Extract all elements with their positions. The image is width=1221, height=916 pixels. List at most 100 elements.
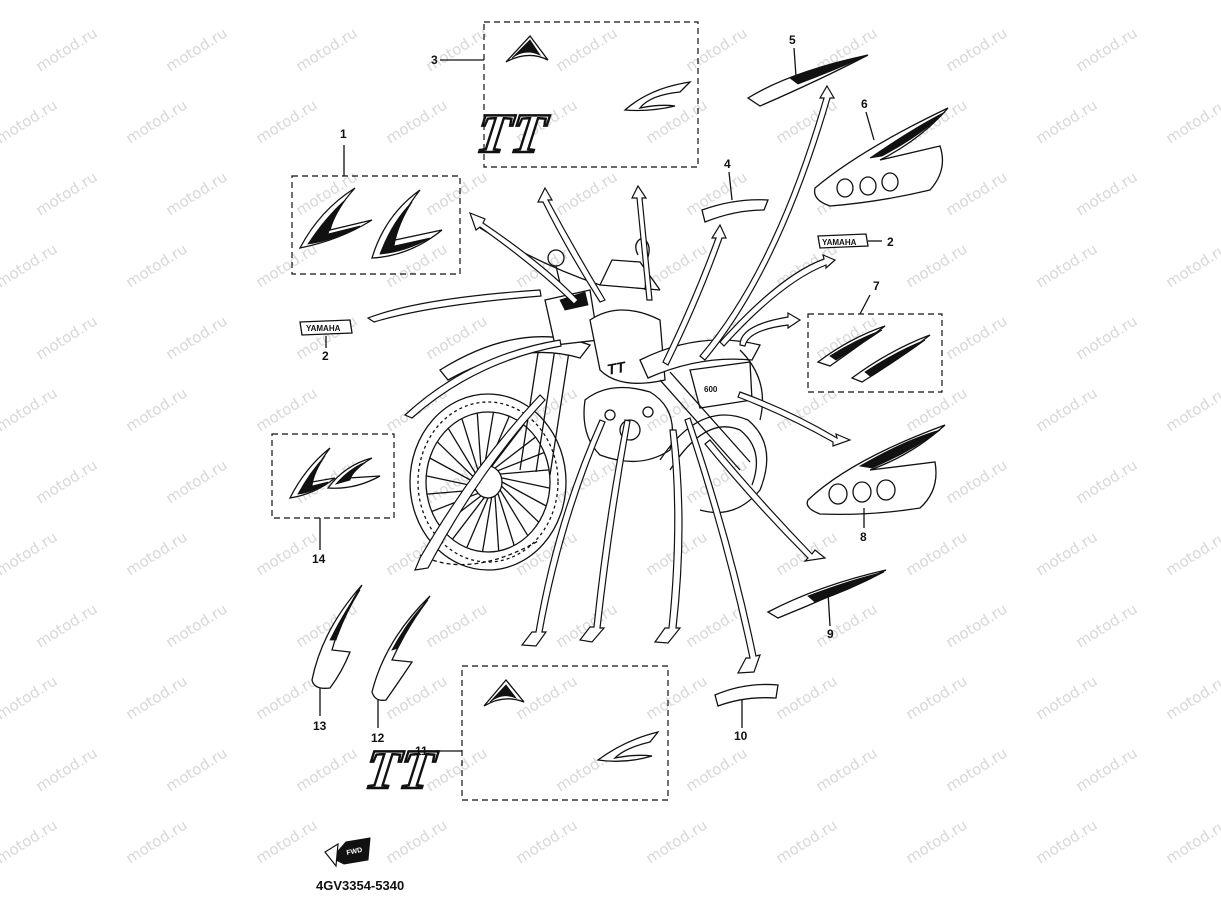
- watermark-text: motod.ru: [903, 672, 971, 724]
- wheel-spoke: [429, 457, 475, 483]
- watermark-text: motod.ru: [1033, 816, 1101, 868]
- wheel-spoke: [483, 412, 495, 467]
- wheel-spoke: [501, 477, 550, 489]
- decal-12: [371, 595, 431, 728]
- watermark-text: motod.ru: [1073, 168, 1141, 220]
- decal-emblem-right: YAMAHA: [817, 233, 882, 249]
- wheel-spoke: [436, 441, 475, 479]
- watermark-text: motod.ru: [1163, 96, 1221, 148]
- wheel-spoke: [447, 427, 477, 475]
- watermark-text: motod.ru: [813, 600, 881, 652]
- watermark-text: motod.ru: [943, 168, 1011, 220]
- watermark-text: motod.ru: [683, 24, 751, 76]
- watermark-text: motod.ru: [253, 384, 321, 436]
- wheel-spoke: [501, 481, 547, 507]
- watermark-text: motod.ru: [1073, 24, 1141, 76]
- watermark-text: motod.ru: [1073, 312, 1141, 364]
- watermark-text: motod.ru: [123, 816, 191, 868]
- wheel-spoke: [476, 413, 482, 469]
- watermark-text: motod.ru: [553, 24, 621, 76]
- watermark-text: motod.ru: [423, 24, 491, 76]
- motorcycle-illustration: TT 600: [409, 227, 768, 571]
- watermark-text: motod.ru: [643, 672, 711, 724]
- watermark-text: motod.ru: [773, 816, 841, 868]
- watermark-text: motod.ru: [33, 456, 101, 508]
- watermark-text: motod.ru: [513, 672, 581, 724]
- watermark-text: motod.ru: [0, 0, 60, 3]
- watermark-text: motod.ru: [0, 240, 60, 292]
- watermark-text: motod.ru: [943, 24, 1011, 76]
- watermark-text: motod.ru: [163, 744, 231, 796]
- emblem-text: YAMAHA: [306, 324, 341, 333]
- diagram-code: 4GV3354-5340: [316, 878, 404, 893]
- watermark-text: motod.ru: [1073, 744, 1141, 796]
- watermark-text: motod.ru: [903, 528, 971, 580]
- watermark-text: motod.ru: [1033, 528, 1101, 580]
- watermark-text: motod.ru: [293, 744, 361, 796]
- watermark-text: motod.ru: [553, 600, 621, 652]
- wheel-spoke: [497, 493, 515, 546]
- watermark-text: motod.ru: [813, 744, 881, 796]
- callout-8: 8: [860, 530, 867, 544]
- watermark-text: motod.ru: [163, 168, 231, 220]
- svg-text:TT: TT: [606, 359, 629, 379]
- watermark-text: motod.ru: [1033, 240, 1101, 292]
- watermark-text: motod.ru: [163, 600, 231, 652]
- watermark-text: motod.ru: [163, 24, 231, 76]
- watermark-text: motod.ru: [943, 312, 1011, 364]
- watermark-text: motod.ru: [1033, 0, 1101, 3]
- watermark-text: motod.ru: [513, 0, 581, 3]
- wheel-spoke: [499, 489, 529, 537]
- svg-text:TT: TT: [473, 103, 553, 165]
- decal-8: [806, 424, 946, 528]
- wheel-spoke: [501, 485, 540, 523]
- decal-placement-arrows: [366, 84, 852, 674]
- watermark-text: motod.ru: [33, 312, 101, 364]
- decal-5: [746, 47, 869, 107]
- watermark-text: motod.ru: [33, 24, 101, 76]
- wheel-spoke: [451, 497, 485, 540]
- watermark-text: motod.ru: [123, 384, 191, 436]
- watermark-text: motod.ru: [253, 816, 321, 868]
- svg-text:600: 600: [704, 385, 718, 394]
- watermark-text: motod.ru: [123, 528, 191, 580]
- watermark-text: motod.ru: [903, 0, 971, 3]
- watermark-text: motod.ru: [643, 816, 711, 868]
- callout-2-left: 2: [322, 349, 329, 363]
- decal-9: [766, 569, 887, 627]
- watermark-text: motod.ru: [123, 240, 191, 292]
- watermark-text: motod.ru: [253, 0, 321, 3]
- callout-9: 9: [827, 627, 834, 641]
- watermark-text: motod.ru: [123, 672, 191, 724]
- callout-14: 14: [312, 552, 326, 566]
- callout-11: 11: [415, 744, 428, 758]
- watermark-text: motod.ru: [943, 744, 1011, 796]
- watermark-text: motod.ru: [513, 816, 581, 868]
- watermark-layer: motod.ru motod.ru motod.ru motod.ru motod.ru…: [0, 0, 1221, 867]
- decal-group-1: [291, 145, 461, 275]
- watermark-text: motod.ru: [383, 96, 451, 148]
- watermark-text: motod.ru: [1073, 600, 1141, 652]
- wheel-spoke: [500, 469, 550, 475]
- wheel-spoke: [491, 424, 525, 467]
- decal-group-3: TT: [440, 21, 699, 168]
- watermark-text: motod.ru: [383, 816, 451, 868]
- watermark-text: motod.ru: [0, 528, 60, 580]
- watermark-text: motod.ru: [1033, 384, 1101, 436]
- watermark-text: motod.ru: [253, 240, 321, 292]
- watermark-text: motod.ru: [1033, 672, 1101, 724]
- watermark-text: motod.ru: [1163, 384, 1221, 436]
- svg-text:TT: TT: [361, 739, 441, 801]
- watermark-text: motod.ru: [293, 24, 361, 76]
- watermark-text: motod.ru: [1073, 456, 1141, 508]
- forward-label: FWD: [346, 847, 363, 857]
- watermark-text: motod.ru: [253, 96, 321, 148]
- watermark-text: motod.ru: [0, 96, 60, 148]
- watermark-text: motod.ru: [773, 672, 841, 724]
- decal-10: [714, 683, 779, 728]
- watermark-text: motod.ru: [943, 600, 1011, 652]
- callout-6: 6: [861, 97, 868, 111]
- callout-13: 13: [313, 719, 327, 733]
- watermark-text: motod.ru: [33, 744, 101, 796]
- watermark-text: motod.ru: [1163, 240, 1221, 292]
